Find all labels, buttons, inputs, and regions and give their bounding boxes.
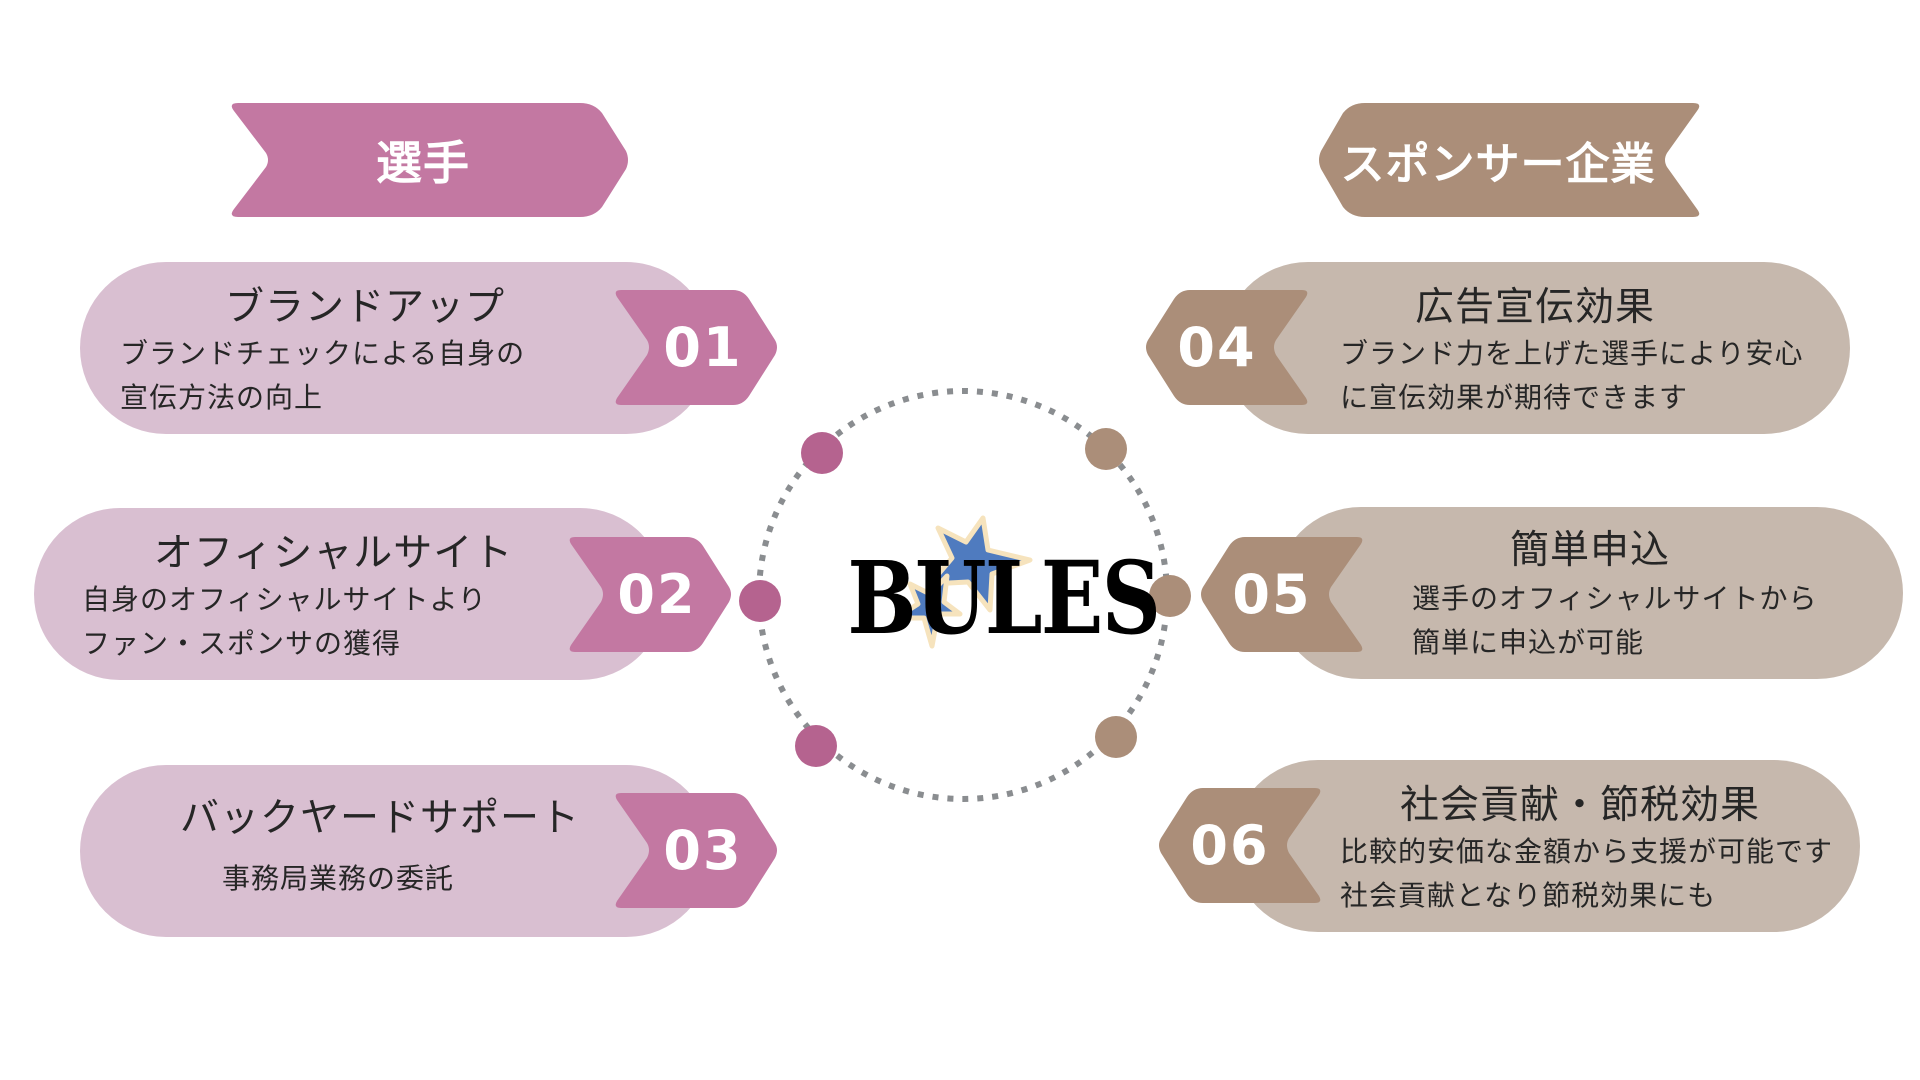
chevron-left-badge-icon: [1159, 788, 1321, 903]
badge-03: 03: [613, 793, 778, 908]
ring-dot-06: [1095, 716, 1137, 758]
star-icon: [893, 515, 1033, 649]
badge-number: 01: [663, 316, 743, 379]
sponsors-header-label: スポンサー企業: [1340, 139, 1656, 190]
ring-dot-02: [739, 580, 781, 622]
card-body-line: 選手のオフィシャルサイトから: [1412, 582, 1818, 615]
card-title: 広告宣伝効果: [1415, 285, 1656, 330]
badge-05: 05: [1200, 537, 1365, 652]
card-03: バックヤードサポート 事務局業務の委託: [80, 765, 712, 937]
chevron-left-badge-icon: [1146, 290, 1308, 405]
card-body-line: 比較的安価な金額から支援が可能です: [1340, 835, 1834, 868]
card-01: ブランドアップ ブランドチェックによる自身の 宣伝方法の向上: [80, 262, 712, 434]
card-title: ブランドアップ: [225, 285, 506, 330]
chevron-left-badge-icon: [1201, 537, 1363, 652]
card-body-line: ファン・スポンサの獲得: [82, 627, 402, 660]
badge-01: 01: [613, 290, 778, 405]
badge-04: 04: [1145, 290, 1310, 405]
ribbon-shape-icon: [231, 103, 628, 217]
card-title: 簡単申込: [1510, 528, 1671, 573]
badge-number: 02: [617, 563, 697, 626]
badge-number: 06: [1190, 814, 1270, 877]
sponsors-header: スポンサー企業: [1317, 103, 1703, 217]
card-04: 広告宣伝効果 ブランド力を上げた選手により安心 に宣伝効果が期待できます: [1222, 262, 1850, 434]
ring-dot-04: [1085, 428, 1127, 470]
card-02: オフィシャルサイト 自身のオフィシャルサイトより ファン・スポンサの獲得: [34, 508, 666, 680]
card-06: 社会貢献・節税効果 比較的安価な金額から支援が可能です 社会貢献となり節税効果に…: [1232, 760, 1860, 932]
card-title: 社会貢献・節税効果: [1400, 783, 1761, 828]
badge-number: 04: [1177, 316, 1257, 379]
card-body-line: 宣伝方法の向上: [120, 381, 324, 414]
card-body-line: ブランドチェックによる自身の: [120, 337, 526, 370]
card-title: バックヤードサポート: [180, 796, 581, 841]
chevron-right-badge-icon: [615, 793, 777, 908]
badge-06: 06: [1158, 788, 1323, 903]
card-body-line: 簡単に申込が可能: [1412, 626, 1645, 659]
card-body-line: 自身のオフィシャルサイトより: [82, 583, 487, 616]
chevron-right-badge-icon: [615, 290, 777, 405]
badge-number: 05: [1232, 563, 1312, 626]
card-body-line: に宣伝効果が期待できます: [1340, 381, 1689, 414]
card-body-line: 社会貢献となり節税効果にも: [1340, 879, 1717, 912]
badge-number: 03: [663, 819, 743, 882]
card-05: 簡単申込 選手のオフィシャルサイトから 簡単に申込が可能: [1275, 507, 1903, 679]
ribbon-shape-icon: [1319, 103, 1700, 217]
ring-dot-03: [795, 725, 837, 767]
ring-dot-05: [1149, 575, 1191, 617]
players-header: 選手: [228, 103, 630, 217]
card-body-line: 事務局業務の委託: [222, 862, 455, 895]
ring-dot-01: [801, 432, 843, 474]
logo-text: BULES: [847, 539, 1161, 657]
chevron-right-badge-icon: [569, 537, 731, 652]
card-body-line: ブランド力を上げた選手により安心: [1340, 337, 1804, 370]
badge-02: 02: [567, 537, 732, 652]
card-title: オフィシャルサイト: [154, 531, 514, 576]
players-header-label: 選手: [376, 136, 470, 190]
